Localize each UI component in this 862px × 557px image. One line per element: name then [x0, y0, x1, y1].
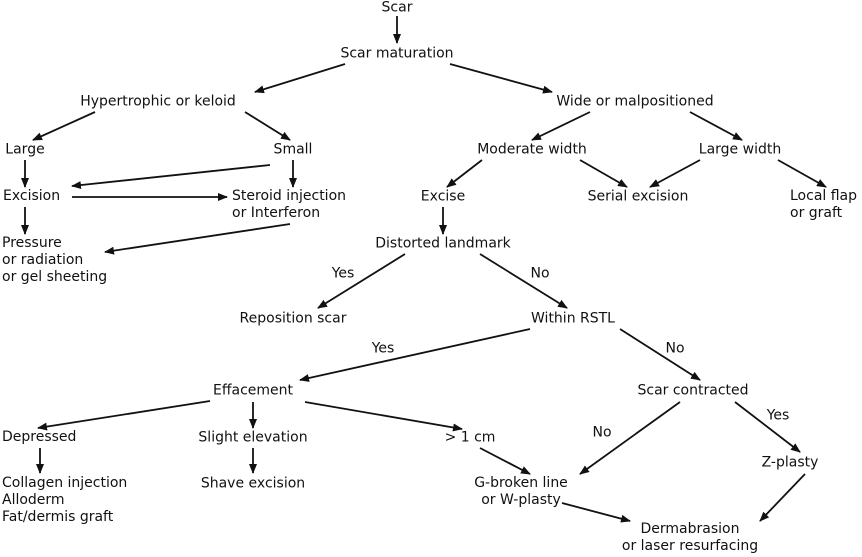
- arrow: [531, 111, 591, 141]
- arrow: [689, 111, 743, 141]
- node-zplasty: Z-plasty: [762, 455, 819, 472]
- node-text: Collagen injection: [2, 475, 128, 491]
- edge-label-rstl-no: No: [665, 340, 685, 357]
- node-text: or radiation: [2, 252, 84, 268]
- node-text: Excision: [3, 188, 61, 204]
- node-excision: Excision: [3, 188, 60, 205]
- arrow: [734, 401, 801, 453]
- arrow: [244, 111, 291, 141]
- node-text: Pressure: [2, 235, 62, 251]
- arrow: [317, 253, 406, 309]
- arrow: [479, 447, 531, 475]
- node-small: Small: [274, 142, 313, 159]
- node-text: Moderate width: [477, 141, 587, 158]
- node-text: or laser resurfacing: [621, 538, 759, 554]
- node-text: or Interferon: [232, 205, 321, 221]
- node-distorted: Distorted landmark: [375, 236, 511, 253]
- arrow: [71, 164, 271, 190]
- node-text: Large: [5, 141, 45, 158]
- node-text: Depressed: [2, 429, 77, 445]
- node-maturation: Scar maturation: [340, 46, 453, 63]
- node-wide: Wide or malpositioned: [556, 94, 713, 111]
- arrow: [32, 111, 96, 141]
- arrow: [37, 400, 211, 431]
- node-serial-excision: Serial excision: [588, 189, 689, 206]
- arrow: [479, 253, 568, 309]
- node-large: Large: [5, 142, 44, 159]
- node-text: Wide or malpositioned: [556, 93, 714, 110]
- node-slight-elevation: Slight elevation: [198, 430, 307, 447]
- node-text: Excise: [420, 188, 466, 205]
- node-depressed: Depressed: [2, 429, 76, 446]
- node-text: Within RSTL: [531, 310, 615, 327]
- node-text: Large width: [698, 141, 782, 158]
- edge-label-distorted-no: No: [530, 265, 550, 282]
- node-text: Local flap: [790, 188, 858, 204]
- node-text: or graft: [790, 205, 843, 221]
- node-excise: Excise: [421, 189, 465, 206]
- node-moderate-width: Moderate width: [477, 142, 587, 159]
- arrow: [254, 63, 346, 94]
- node-text: > 1 cm: [444, 429, 496, 446]
- node-text: Scar maturation: [340, 45, 454, 62]
- arrow: [449, 63, 553, 94]
- node-text: Alloderm: [2, 492, 65, 508]
- node-text: Hypertrophic or keloid: [80, 93, 236, 110]
- node-text: Z-plasty: [761, 454, 819, 471]
- arrow: [649, 159, 701, 188]
- arrow: [446, 159, 483, 188]
- node-text: Reposition scar: [239, 310, 347, 327]
- node-text: Distorted landmark: [375, 235, 511, 252]
- node-text: G-broken line: [474, 475, 568, 491]
- edge-label-contracted-no: No: [592, 424, 612, 441]
- node-effacement: Effacement: [213, 383, 293, 400]
- arrow: [561, 502, 631, 523]
- node-text: Shave excision: [200, 475, 306, 492]
- node-scar: Scar: [382, 0, 413, 17]
- node-reposition: Reposition scar: [240, 311, 347, 328]
- edge-label-rstl-yes: Yes: [371, 340, 395, 357]
- node-text: Scar contracted: [637, 382, 749, 399]
- arrow: [304, 401, 463, 432]
- node-text: Scar: [381, 0, 413, 16]
- node-within-rstl: Within RSTL: [531, 311, 615, 328]
- node-text: Dermabrasion: [640, 521, 740, 537]
- node-text: or gel sheeting: [2, 269, 108, 285]
- arrow: [759, 473, 806, 522]
- node-text: Effacement: [213, 382, 293, 399]
- node-text: or W-plasty: [481, 492, 561, 508]
- node-text: Slight elevation: [198, 429, 308, 446]
- node-text: Steroid injection: [232, 188, 347, 204]
- node-gt1cm: > 1 cm: [445, 430, 496, 447]
- node-text: Small: [273, 141, 313, 158]
- node-scar-contracted: Scar contracted: [637, 383, 748, 400]
- node-hypertrophic: Hypertrophic or keloid: [80, 94, 236, 111]
- arrow: [579, 401, 681, 475]
- arrow: [619, 328, 701, 381]
- edge-label-contracted-yes: Yes: [766, 407, 790, 424]
- arrow: [299, 328, 531, 382]
- node-text: Fat/dermis graft: [2, 509, 114, 525]
- node-shave: Shave excision: [201, 476, 305, 493]
- arrow: [579, 159, 628, 188]
- arrow: [777, 159, 827, 188]
- edge-label-distorted-yes: Yes: [331, 265, 355, 282]
- node-text: Serial excision: [587, 188, 689, 205]
- node-large-width: Large width: [699, 142, 781, 159]
- arrow: [104, 223, 291, 255]
